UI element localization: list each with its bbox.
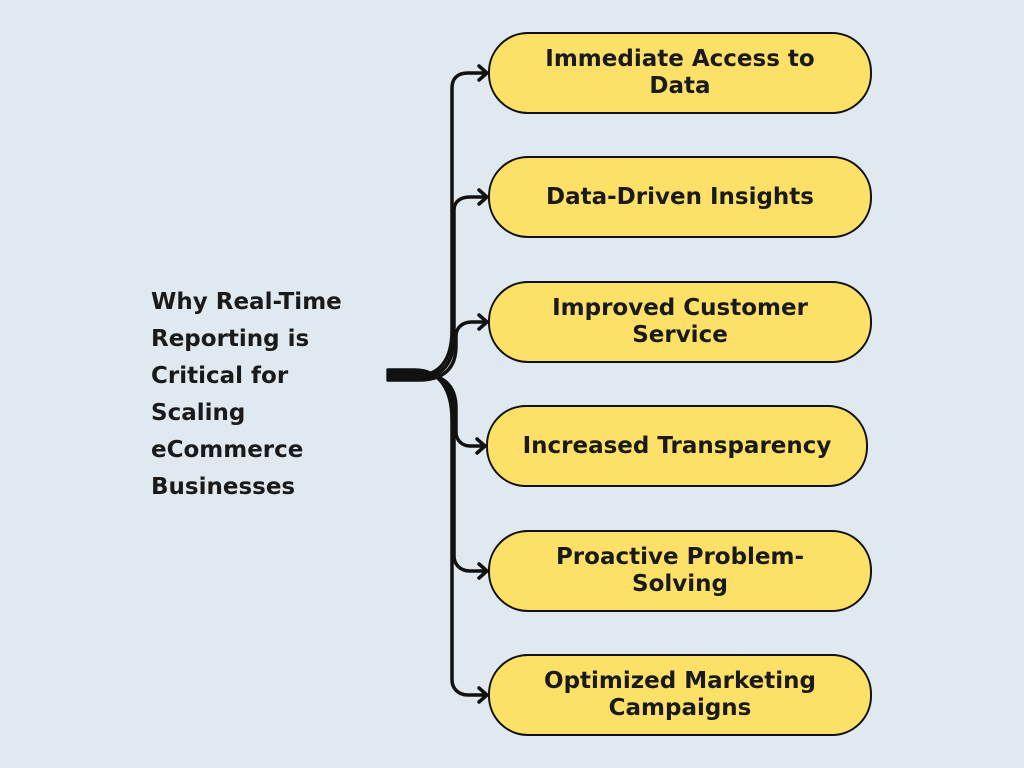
branch-label: Optimized Marketing Campaigns <box>544 668 816 721</box>
arrowhead-4 <box>477 562 489 580</box>
arrowhead-2 <box>477 313 489 331</box>
branch-label: Data-Driven Insights <box>546 183 814 210</box>
arrowhead-5 <box>477 686 489 704</box>
connector-5 <box>386 368 488 697</box>
branch-label: Proactive Problem-Solving <box>555 544 805 597</box>
connector-2 <box>386 320 488 382</box>
connector-4 <box>386 370 488 573</box>
connector-3 <box>386 372 486 448</box>
branch-label: Increased Transparency <box>522 432 832 459</box>
branch-node-immediate-access: Immediate Access to Data <box>488 32 872 114</box>
arrowhead-3 <box>475 437 487 455</box>
arrowhead-1 <box>477 188 489 206</box>
branch-node-optimized-marketing: Optimized Marketing Campaigns <box>488 654 872 736</box>
branch-label: Immediate Access to Data <box>545 46 815 99</box>
branch-node-data-driven-insights: Data-Driven Insights <box>488 156 872 238</box>
branch-node-proactive-problem-solving: Proactive Problem-Solving <box>488 530 872 612</box>
branch-label: Improved Customer Service <box>552 295 808 348</box>
arrowhead-0 <box>477 64 489 82</box>
branch-node-improved-customer-service: Improved Customer Service <box>488 281 872 363</box>
connector-0 <box>386 71 488 378</box>
central-topic: Why Real-Time Reporting is Critical for … <box>151 289 342 500</box>
connector-1 <box>386 195 488 380</box>
branch-node-increased-transparency: Increased Transparency <box>486 405 868 487</box>
